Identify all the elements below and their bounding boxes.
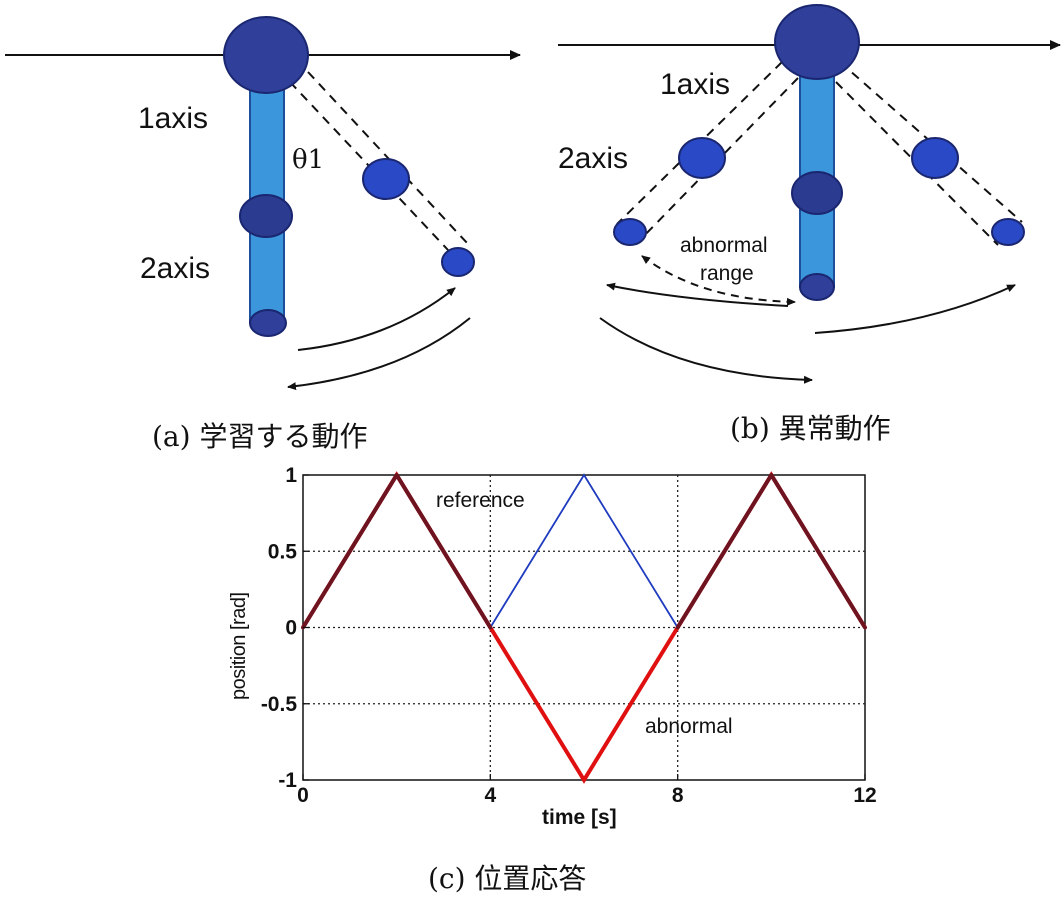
y-tick-label: 0.5 (268, 540, 298, 563)
motion-arrow-long-b (599, 317, 813, 384)
motion-arrow-left-b (606, 282, 789, 307)
series-label-abnormal: abnormal (645, 715, 733, 738)
right-middle-joint-b (911, 137, 959, 179)
swung-end-joint-a (441, 247, 475, 277)
motion-arrow-right-b (814, 284, 1016, 334)
end-joint-b (799, 273, 835, 301)
x-tick-label: 0 (297, 784, 309, 807)
label-1axis-a: 1axis (138, 102, 208, 135)
x-tick-label: 4 (484, 784, 496, 807)
x-axis-label: time [s] (542, 806, 617, 829)
motion-arrow-back-a (287, 317, 471, 391)
abnormal-range-arc (641, 255, 796, 306)
series-lines (301, 471, 867, 784)
label-2axis-a: 2axis (140, 252, 210, 285)
base-joint-a (223, 16, 309, 94)
series-overlap-segment (675, 473, 774, 630)
y-axis-label: position [rad] (228, 592, 250, 700)
y-tick-label: -0.5 (261, 693, 298, 716)
series-overlap-segment (301, 473, 399, 630)
swung-middle-joint-a (362, 158, 410, 200)
x-tick-label: 8 (672, 784, 684, 807)
y-tick-label: -1 (278, 769, 297, 792)
grid-lines (303, 475, 865, 780)
series-overlap-segment (769, 473, 867, 630)
label-theta1: θ1 (292, 145, 324, 175)
right-end-joint-b (991, 218, 1025, 246)
left-end-joint-b (613, 218, 647, 246)
caption-b: (b) 異常動作 (730, 412, 891, 445)
motion-arrow-forward-a (297, 287, 456, 351)
y-tick-label: 1 (285, 464, 297, 487)
left-middle-joint-b (678, 137, 726, 179)
position-chart: 0 4 8 12 1 0.5 0 -0.5 -1 reference abnormal time… (228, 464, 877, 895)
caption-a: (a) 学習する動作 (152, 420, 367, 453)
middle-joint-a (239, 194, 293, 238)
x-tick-label: 12 (853, 784, 876, 807)
series-label-reference: reference (436, 489, 525, 512)
label-2axis-b: 2axis (558, 142, 628, 175)
series-overlap-segment (394, 473, 493, 630)
tick-labels: 0 4 8 12 1 0.5 0 -0.5 -1 (261, 464, 877, 807)
caption-c: (c) 位置応答 (428, 862, 586, 895)
panel-a-diagram: 1axis 2axis θ1 (a) 学習する動作 (5, 16, 521, 453)
panel-b-diagram: 1axis 2axis abnormal range (b) 異常動作 (558, 4, 1061, 445)
label-range-b: range (700, 262, 754, 285)
middle-joint-b (791, 171, 843, 215)
label-abnormal-b: abnormal (680, 234, 768, 257)
y-tick-label: 0 (285, 617, 297, 640)
base-joint-b (774, 4, 860, 80)
end-joint-a (249, 309, 287, 337)
label-1axis-b: 1axis (660, 68, 730, 101)
